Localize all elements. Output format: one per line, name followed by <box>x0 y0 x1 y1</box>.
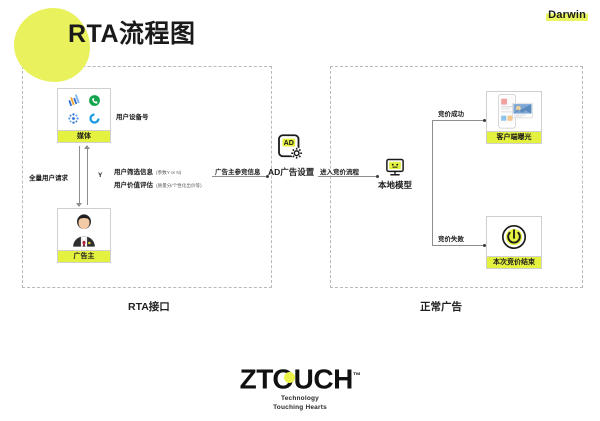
brand-accent-dot <box>283 372 295 383</box>
bid-end-label: 本次竞价结束 <box>487 256 541 268</box>
snowflake-icon <box>68 113 79 124</box>
chart-icon <box>68 94 80 107</box>
arrowhead-advertiser-to-media <box>84 145 90 149</box>
footer-brand-logo: ZTOUCH™ Technology Touching Hearts <box>0 362 600 412</box>
node-ad-setting[interactable]: AD AD广告设置 <box>268 133 314 178</box>
brand-tagline-line1: Technology <box>281 395 319 403</box>
connector-advertiser-to-media <box>87 146 88 205</box>
connector-bid-success <box>432 120 486 121</box>
connector-dot-exposure <box>483 118 486 122</box>
connector-media-to-advertiser <box>79 146 80 205</box>
connector-bid-fail <box>432 245 486 246</box>
media-card-label: 媒体 <box>58 130 110 142</box>
ad-gear-icon: AD <box>278 134 303 159</box>
edge-label-bid-success: 竞价成功 <box>438 111 464 118</box>
connector-dot-bid-end <box>483 243 486 247</box>
businessman-avatar-icon <box>73 213 95 247</box>
filter-info-main: 用户筛选信息 <box>114 169 153 176</box>
connector-advertiser-to-ad-setting <box>212 176 268 177</box>
decorative-blob <box>14 8 90 82</box>
group-frame-normal-ad <box>330 66 583 288</box>
edge-label-yes-flag: Y <box>98 172 103 179</box>
node-advertiser-card[interactable]: 广告主 <box>57 208 111 263</box>
edge-label-bid-fail: 竞价失败 <box>438 236 464 243</box>
edge-label-all-user-request: 全量用户请求 <box>29 175 68 182</box>
group-frame-rta-interface <box>22 66 272 288</box>
connector-branch-spine <box>432 120 433 245</box>
group-caption-normal-ad: 正常广告 <box>420 301 462 313</box>
connector-ad-setting-to-local-model <box>318 176 378 177</box>
media-icons-container <box>58 89 110 130</box>
node-bid-end-card[interactable]: 本次竞价结束 <box>486 216 542 269</box>
phone-call-icon <box>89 95 100 106</box>
brand-wordmark: ZTOUCH™ <box>240 362 361 393</box>
power-icon <box>501 224 527 249</box>
node-media-card[interactable]: 媒体 <box>57 88 111 143</box>
connector-dot-local-model <box>376 174 379 178</box>
edge-label-value-eval: 用户价值评估 (质量分/个性化出价等) <box>114 179 202 189</box>
group-caption-rta-interface: RTA接口 <box>128 301 170 313</box>
smartphone-ad-icon <box>498 93 533 128</box>
value-eval-sub: (质量分/个性化出价等) <box>156 183 202 188</box>
ad-setting-caption: AD广告设置 <box>268 167 315 177</box>
value-eval-main: 用户价值评估 <box>114 182 153 189</box>
exposure-icon-container <box>487 92 541 131</box>
monitor-icon <box>386 158 404 176</box>
bid-end-icon-container <box>487 217 541 256</box>
darwin-brand-badge: Darwin <box>546 8 588 22</box>
connector-dot-ad-setting <box>266 174 269 178</box>
edge-label-device-id: 用户设备号 <box>116 114 149 121</box>
advertiser-icon-container <box>58 209 110 250</box>
arrowhead-media-to-advertiser <box>76 203 82 207</box>
local-model-caption: 本地模型 <box>378 180 413 190</box>
edge-label-filter-info: 用户筛选信息 (参数Y or N) <box>114 166 181 176</box>
node-local-model[interactable]: 本地模型 <box>378 157 412 191</box>
brand-tagline: Technology Touching Hearts <box>273 395 327 412</box>
filter-info-sub: (参数Y or N) <box>156 170 182 175</box>
edge-label-enter-bidding: 进入竞价流程 <box>320 169 359 176</box>
advertiser-card-label: 广告主 <box>58 250 110 262</box>
client-exposure-label: 客户端曝光 <box>487 131 541 143</box>
svg-text:AD: AD <box>284 139 294 147</box>
brand-tagline-line2: Touching Hearts <box>273 403 327 411</box>
node-client-exposure-card[interactable]: 客户端曝光 <box>486 91 542 144</box>
loading-circle-icon <box>89 113 100 124</box>
page-title: RTA流程图 <box>68 20 196 48</box>
brand-name: ZTOUCH <box>239 363 354 395</box>
brand-trademark: ™ <box>352 371 361 380</box>
edge-label-advertiser-bid-info: 广告主参竞信息 <box>215 169 261 176</box>
